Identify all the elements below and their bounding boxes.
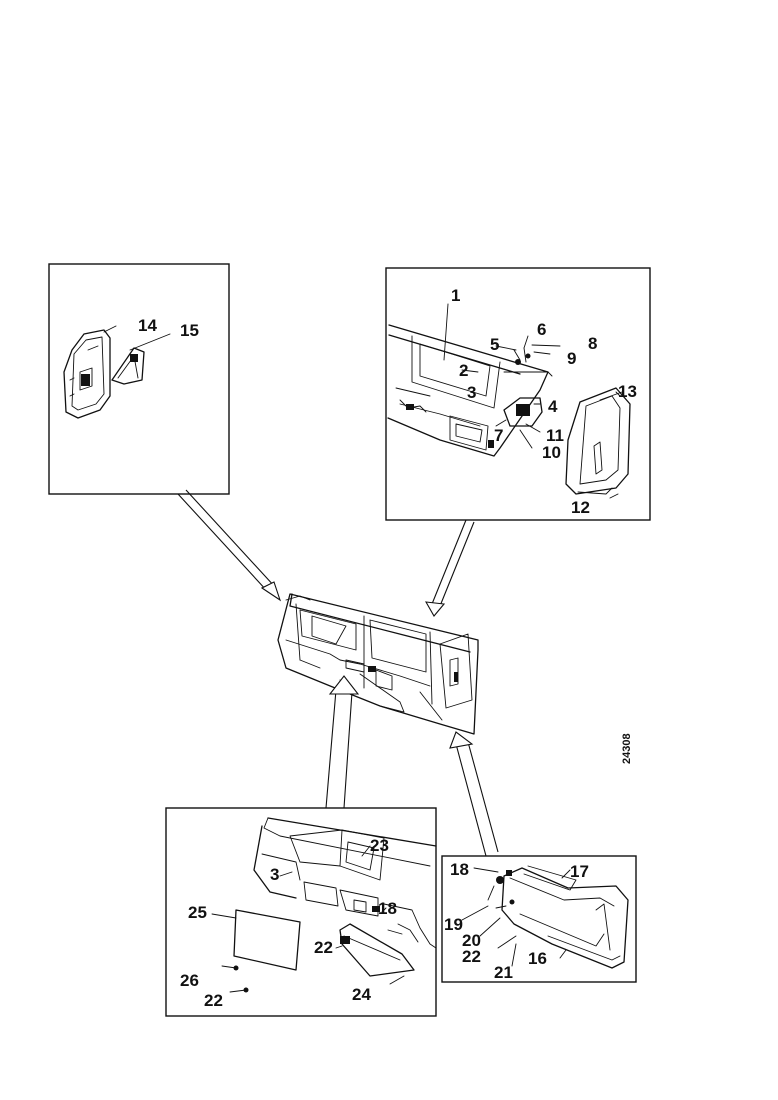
- callout-label: 15: [180, 321, 199, 340]
- callout-label: 22: [462, 947, 481, 966]
- callout-label: 22: [204, 991, 223, 1010]
- callout-label: 12: [571, 498, 590, 517]
- side-panel-part: [565, 387, 631, 495]
- dashboard-frame-part: [387, 324, 553, 457]
- callout-label: 13: [618, 382, 637, 401]
- console-frame-part: [253, 817, 437, 949]
- callout-label: 21: [494, 963, 513, 982]
- connector-arrow-bottom-right: [449, 731, 499, 857]
- callout-label: 2: [459, 361, 468, 380]
- callout-label: 16: [528, 949, 547, 968]
- callout-label: 18: [450, 860, 469, 879]
- connector-arrow-top-left: [177, 489, 282, 602]
- sheet-number: 24308: [621, 733, 633, 764]
- tray-part: [339, 923, 415, 977]
- callout-label: 9: [567, 349, 576, 368]
- connector-arrow-bottom-left: [325, 675, 360, 809]
- side-trim-part: [496, 865, 629, 969]
- callout-label: 3: [467, 383, 476, 402]
- callout-label: 19: [444, 915, 463, 934]
- plate-part: [233, 909, 301, 993]
- side-bracket-part: [63, 329, 111, 419]
- callout-label: 20: [462, 931, 481, 950]
- detail-panel-bottom-right: 18 17 19 20 22 21 16: [441, 855, 637, 983]
- fastener-cluster: [495, 347, 543, 427]
- dashboard-main-assembly: [277, 593, 479, 735]
- detail-panel-top-left: 14 15: [48, 263, 230, 495]
- callout-label: 6: [537, 320, 546, 339]
- callout-label: 3: [270, 865, 279, 884]
- callout-label: 24: [352, 985, 371, 1004]
- callout-label: 17: [570, 862, 589, 881]
- callout-label: 5: [490, 335, 499, 354]
- detail-panel-top-right: 1 2 3 4 5 6 7 8 9 10 11 12 13: [385, 267, 651, 521]
- callout-label: 26: [180, 971, 199, 990]
- callout-label: 14: [138, 316, 157, 335]
- callout-label: 11: [546, 426, 564, 445]
- callout-label: 4: [548, 397, 558, 416]
- connector-arrow-top-right: [424, 519, 475, 617]
- callout-label: 22: [314, 938, 333, 957]
- callout-label: 8: [588, 334, 597, 353]
- callout-label: 23: [370, 836, 389, 855]
- callout-label: 1: [451, 286, 460, 305]
- triangle-bracket-part: [111, 347, 145, 385]
- callout-label: 7: [494, 426, 503, 445]
- callout-label: 25: [188, 903, 207, 922]
- detail-panel-bottom-left: 23 3 25 18 22 26 22 24: [165, 807, 437, 1017]
- callout-label: 18: [378, 899, 397, 918]
- callout-label: 10: [542, 443, 561, 462]
